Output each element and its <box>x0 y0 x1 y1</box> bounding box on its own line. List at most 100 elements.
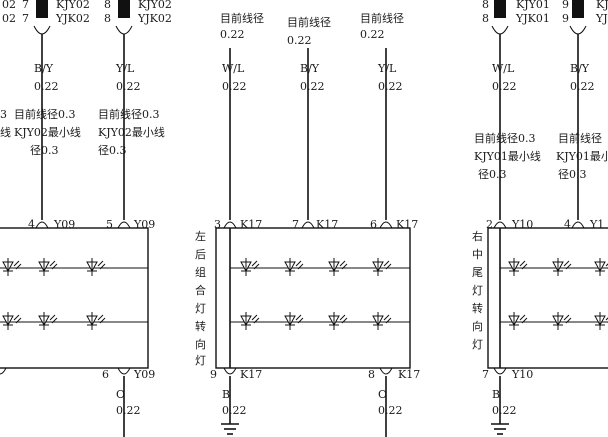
component-char: 合 <box>195 283 206 297</box>
pin-connector-id: Y10 <box>511 218 533 231</box>
connector-block <box>118 0 130 18</box>
top-label: 02 <box>2 0 16 11</box>
component-char: 灯 <box>195 302 206 315</box>
wire-label: B 0.22 <box>222 388 247 417</box>
pin-connector-id: K17 <box>398 368 420 381</box>
pin-connector: 6 K17 <box>370 218 418 231</box>
pin-connector-id: Y09 <box>53 218 75 231</box>
pin-number: 2 <box>486 218 493 231</box>
connector-arc <box>569 25 587 35</box>
pin-number: 7 <box>482 368 489 381</box>
led-icon <box>328 258 348 276</box>
led-icon <box>86 312 106 330</box>
top-label: 7 <box>22 0 29 11</box>
top-label: KJY01 <box>516 0 550 11</box>
pin-connector-id: K17 <box>240 218 262 231</box>
pin-connector: 3 K17 <box>214 218 262 231</box>
wire-code: O <box>378 388 387 401</box>
spec-text: 3 <box>0 108 7 121</box>
pin-connector: 5 Y09 <box>106 218 155 231</box>
connector-arc <box>33 25 51 35</box>
top-label: KJY02 <box>56 0 90 11</box>
wire-label: Y/L 0.22 <box>377 62 403 93</box>
led-icon <box>552 258 572 276</box>
spec-note-top: 目前线径 0.22 <box>220 11 264 41</box>
wire-size: 0.22 <box>300 80 325 93</box>
connector-block <box>572 0 584 18</box>
spec-text: 目前线径0.3 <box>98 107 160 121</box>
pin-arc <box>571 221 585 229</box>
pin-connector: 4 Y1 <box>564 218 604 231</box>
pin-arc <box>223 367 237 375</box>
spec-text: KJY01最小线 <box>474 149 541 163</box>
wire-size: 0.22 <box>570 80 595 93</box>
pin-connector-id: Y09 <box>133 368 155 381</box>
led-icon <box>508 258 528 276</box>
pin-arc <box>223 221 237 229</box>
pin-connector-id: Y1 <box>589 218 604 231</box>
wire-size: 0.22 <box>378 80 403 93</box>
led-icon <box>240 312 260 330</box>
spec-note-top: 目前线径 0.22 <box>360 11 404 41</box>
pin-arc <box>117 221 131 229</box>
wire-code: O <box>116 388 125 401</box>
pin-number: 3 <box>214 218 221 231</box>
spec-text: KJY01最小 <box>556 150 608 163</box>
spec-text: 径0.3 <box>98 144 127 157</box>
spec-text: 目前线径 <box>558 131 602 145</box>
component-char: 灯 <box>472 284 483 297</box>
wire-size: 0.22 <box>378 404 403 417</box>
component-box-left <box>0 227 149 369</box>
spec-note: 目前线径0.3 KJY01最小线 径0.3 <box>474 131 541 181</box>
spec-text: 目前线径 <box>220 11 264 25</box>
top-label: 9 <box>562 0 569 11</box>
pin-arc <box>493 367 507 375</box>
pin-arc <box>117 367 131 375</box>
top-label: YJK02 <box>55 12 90 25</box>
led-icon <box>594 312 608 330</box>
wire-code: W/L <box>492 62 515 75</box>
spec-note-top: 目前线径 0.22 <box>287 15 331 47</box>
pin-number: 9 <box>210 368 217 381</box>
led-icon <box>86 258 106 276</box>
wire-label: W/L 0.22 <box>492 62 517 93</box>
top-label: 8 <box>104 12 111 25</box>
pin-number: 5 <box>106 218 113 231</box>
connector-block <box>36 0 48 18</box>
led-icon <box>508 312 528 330</box>
connector-arc <box>491 25 509 35</box>
spec-text: 0.22 <box>360 28 385 41</box>
led-icon <box>552 312 572 330</box>
ground-icon <box>491 423 509 435</box>
spec-note: 目前线径 KJY01最小 径0.3 <box>556 131 608 181</box>
pin-connector-bottom: 7 Y10 <box>482 367 533 381</box>
pin-number: 8 <box>368 368 375 381</box>
component-char: 灯 <box>472 338 483 351</box>
pin-arc <box>379 367 393 375</box>
led-icon <box>2 312 22 330</box>
component-char: 后 <box>195 248 206 261</box>
spec-text: 径0.3 <box>30 144 59 157</box>
spec-note: 目前线径0.3 KJY02最小线 径0.3 <box>14 107 81 157</box>
led-icon <box>284 312 304 330</box>
led-icon <box>372 312 392 330</box>
spec-text: 目前线径0.3 <box>474 131 536 145</box>
wire-code: Y/L <box>377 62 397 75</box>
wire-size: 0.22 <box>222 404 247 417</box>
wire-code: W/L <box>222 62 245 75</box>
top-label: 8 <box>482 0 489 11</box>
top-label: 7 <box>22 12 29 25</box>
led-icon <box>372 258 392 276</box>
pin-connector: 2 Y10 <box>486 218 533 231</box>
wire-code: B/Y <box>34 62 54 75</box>
top-label: 02 <box>2 12 16 25</box>
connector-block <box>494 0 506 18</box>
spec-text: 线 <box>0 125 11 139</box>
led-icon <box>240 258 260 276</box>
wire-label: B/Y 0.22 <box>34 62 59 93</box>
component-box-right <box>487 227 608 369</box>
pin-number: 6 <box>370 218 377 231</box>
component-char: 转 <box>472 301 483 315</box>
wire-label: O 0.22 <box>116 388 141 417</box>
pin-connector-bottom: 8 K17 <box>368 367 420 381</box>
